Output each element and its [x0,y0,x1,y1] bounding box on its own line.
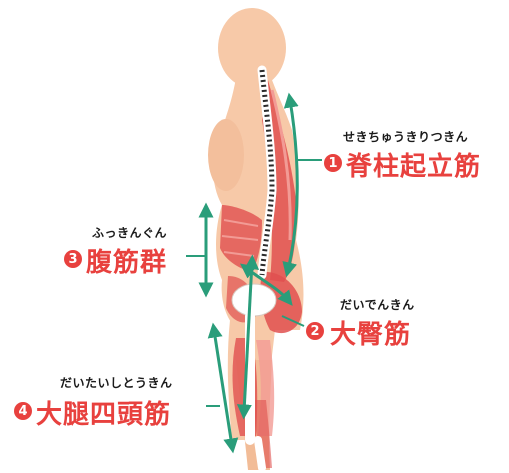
label-1-reading: せきちゅうきりつきん [343,128,468,145]
label-3-name: 腹筋群 [86,242,167,279]
label-4-reading: だいたいしとうきん [60,374,173,391]
label-2-name: 大臀筋 [330,314,411,351]
label-4-name: 大腿四頭筋 [36,394,171,431]
label-2-reading: だいでんきん [340,296,415,313]
label-1-number-badge: 1 [324,154,342,172]
label-3-number-badge: 3 [64,250,82,268]
label-1-name: 脊柱起立筋 [346,146,481,183]
label-4-number-badge: 4 [14,402,32,420]
label-2-number-badge: 2 [306,322,324,340]
label-3-reading: ふっきんぐん [92,224,167,241]
